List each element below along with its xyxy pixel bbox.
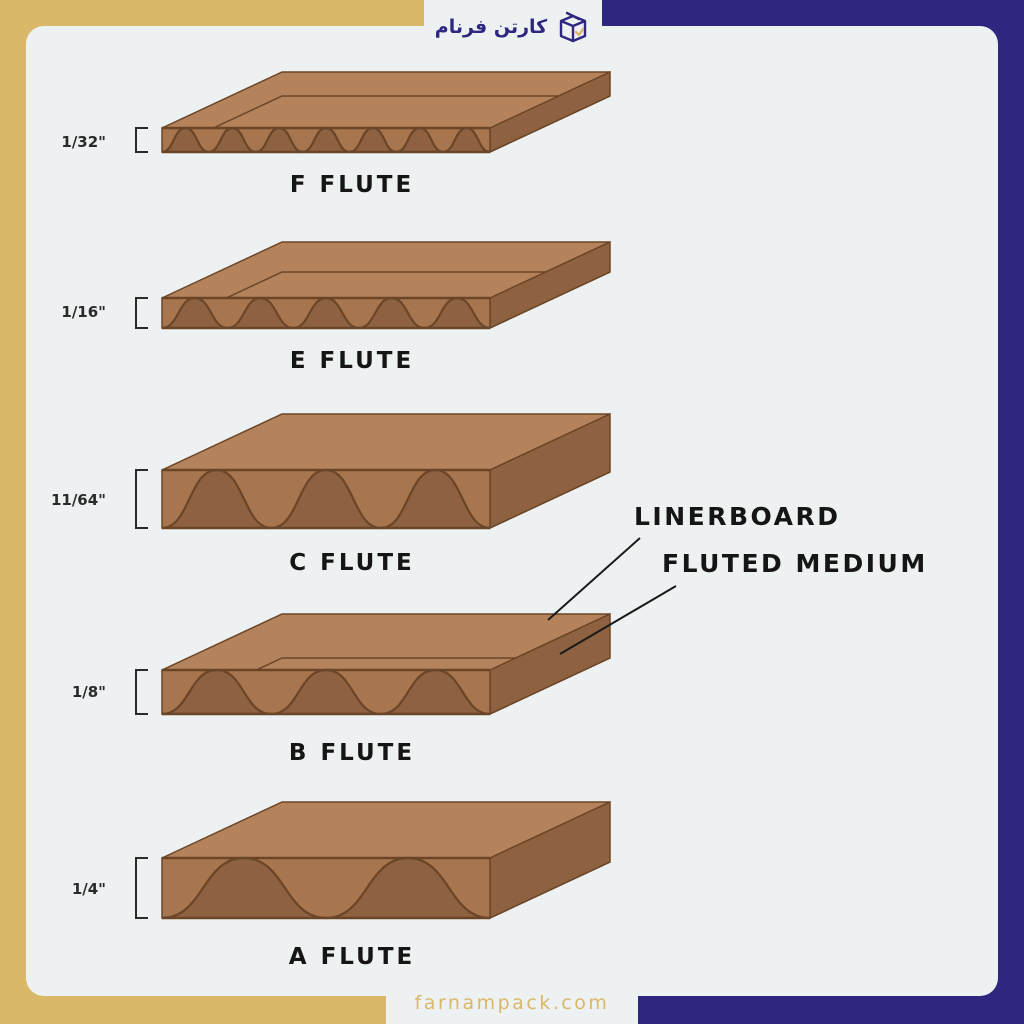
fluted-medium-wave [161, 469, 491, 529]
flute-board-f: 1/32" F FLUTE [61, 70, 611, 198]
brand-logo-text: کارتن فرنام [434, 16, 548, 38]
flute-board-e: 1/16" E FLUTE [61, 240, 611, 374]
callout-fluted-medium: FLUTED MEDIUM [559, 549, 928, 655]
fluted-medium-label: FLUTED MEDIUM [662, 549, 928, 578]
thickness-bracket [135, 469, 148, 529]
flute-thickness-label: 1/8" [72, 683, 106, 701]
callout-linerboard: LINERBOARD [547, 502, 840, 621]
flute-thickness-label: 1/4" [72, 880, 106, 898]
flute-thickness-label: 11/64" [51, 491, 106, 509]
flute-name-label: C FLUTE [289, 550, 415, 576]
flute-thickness-label: 1/16" [61, 303, 106, 321]
fluted-medium-wave [161, 669, 491, 715]
footer-tab [386, 984, 638, 1024]
thickness-bracket [135, 857, 148, 919]
flute-board-a: 1/4" A FLUTE [72, 800, 611, 970]
flute-name-label: A FLUTE [289, 944, 415, 970]
flute-name-label: B FLUTE [289, 740, 415, 766]
flute-name-label: F FLUTE [290, 172, 414, 198]
thickness-bracket [135, 297, 148, 329]
website-url: farnampack.com [414, 992, 610, 1014]
linerboard-label: LINERBOARD [634, 502, 840, 531]
fluted-medium-leader-line [559, 585, 677, 655]
flute-thickness-label: 1/32" [61, 133, 106, 151]
linerboard-leader-line [547, 537, 641, 621]
thickness-bracket [135, 127, 148, 153]
box-icon [560, 11, 587, 43]
flute-board-c: 11/64" C FLUTE [51, 412, 611, 576]
brand-logo: کارتن فرنام [424, 0, 602, 54]
flute-board-b: 1/8" B FLUTE [72, 612, 611, 766]
flute-name-label: E FLUTE [290, 348, 414, 374]
thickness-bracket [135, 669, 148, 715]
